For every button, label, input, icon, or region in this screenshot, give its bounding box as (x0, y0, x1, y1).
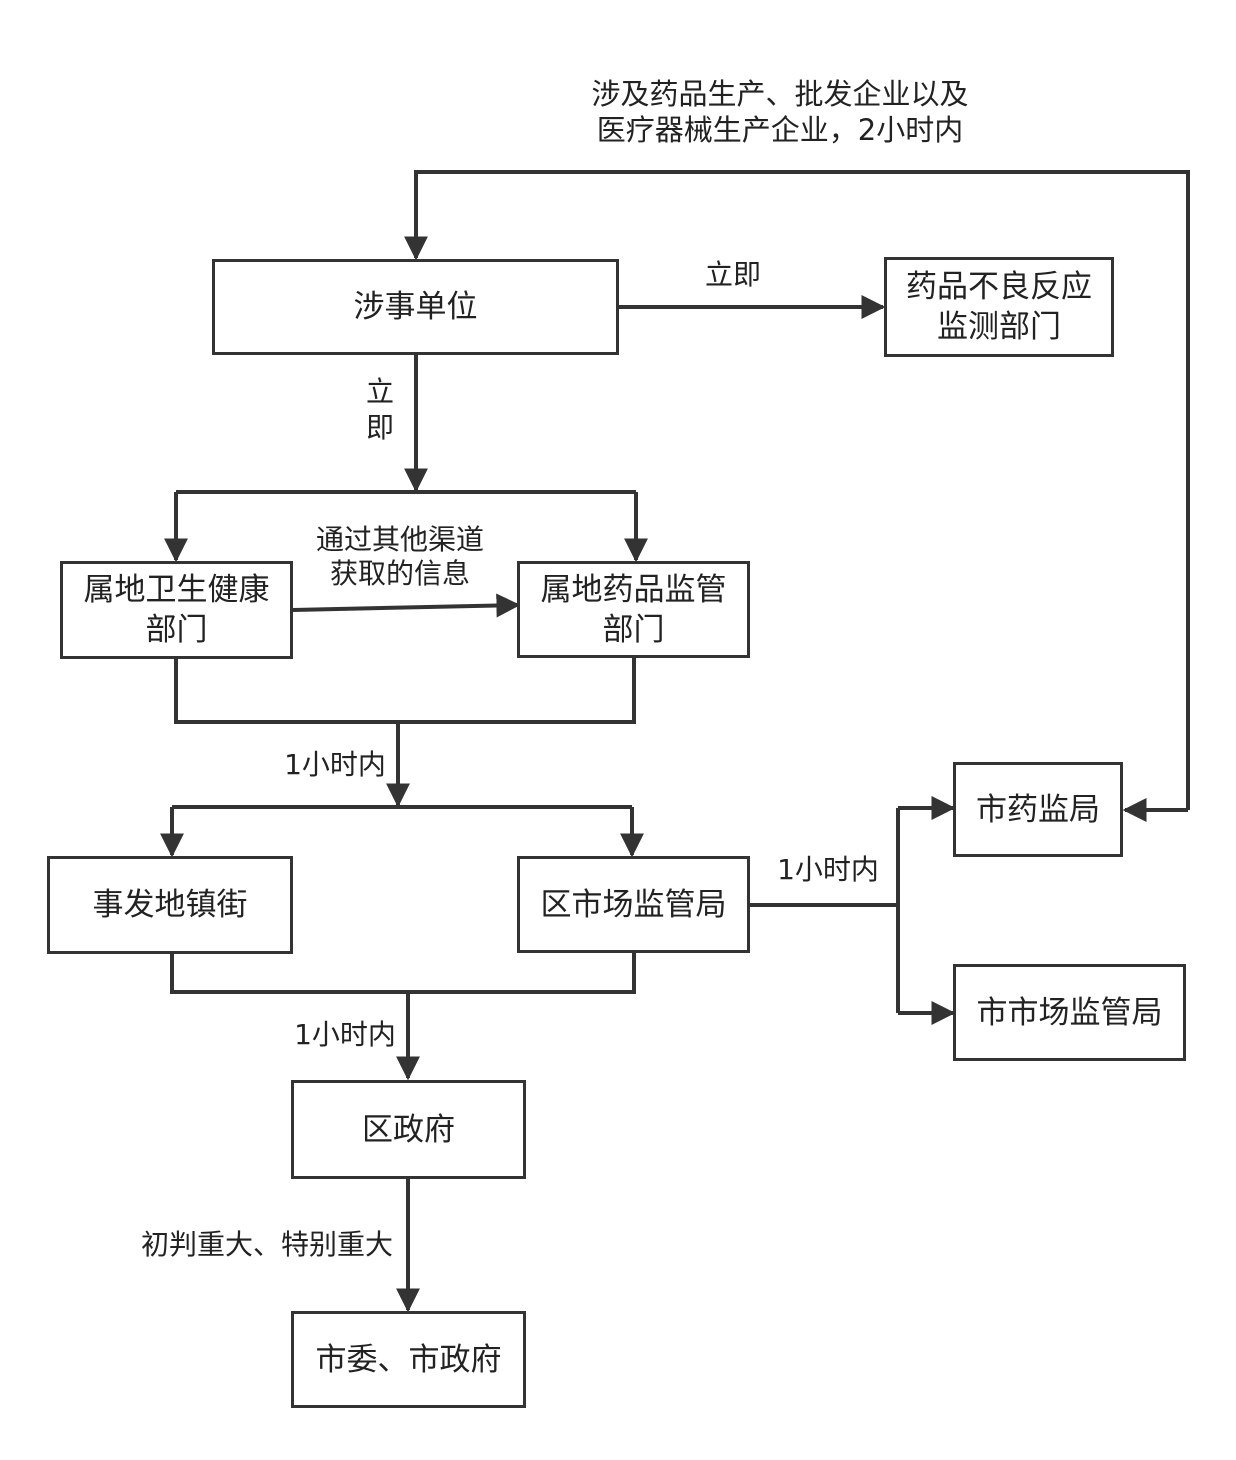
node-district-government: 区政府 (291, 1080, 526, 1179)
label-immediate-down: 立 即 (365, 375, 394, 444)
node-adr-monitoring: 药品不良反应 监测部门 (884, 257, 1114, 357)
node-local-health: 属地卫生健康 部门 (60, 561, 293, 659)
node-local-drug-regulation: 属地药品监管 部门 (517, 561, 750, 658)
node-city-drug-bureau: 市药监局 (953, 762, 1123, 857)
node-city-government: 市委、市政府 (291, 1311, 526, 1408)
label-immediate-right: 立即 (704, 258, 761, 291)
label-one-hour-3: 1小时内 (294, 1018, 396, 1051)
label-one-hour-1: 1小时内 (284, 748, 386, 781)
connector-health-drugreg (292, 593, 521, 618)
node-city-market-bureau: 市市场监管局 (953, 964, 1186, 1061)
label-one-hour-2: 1小时内 (777, 853, 879, 886)
label-other-channels: 通过其他渠道 获取的信息 (315, 523, 484, 590)
connector-merge-1 (174, 658, 636, 724)
label-top-note: 涉及药品生产、批发企业以及 医疗器械生产企业，2小时内 (591, 77, 969, 147)
node-town: 事发地镇街 (47, 856, 293, 954)
label-severity: 初判重大、特别重大 (140, 1228, 393, 1261)
node-involved-unit: 涉事单位 (212, 259, 619, 355)
connector-merge-2 (170, 953, 636, 994)
node-district-market-bureau: 区市场监管局 (517, 856, 750, 953)
connector-top-loop (404, 170, 1190, 810)
